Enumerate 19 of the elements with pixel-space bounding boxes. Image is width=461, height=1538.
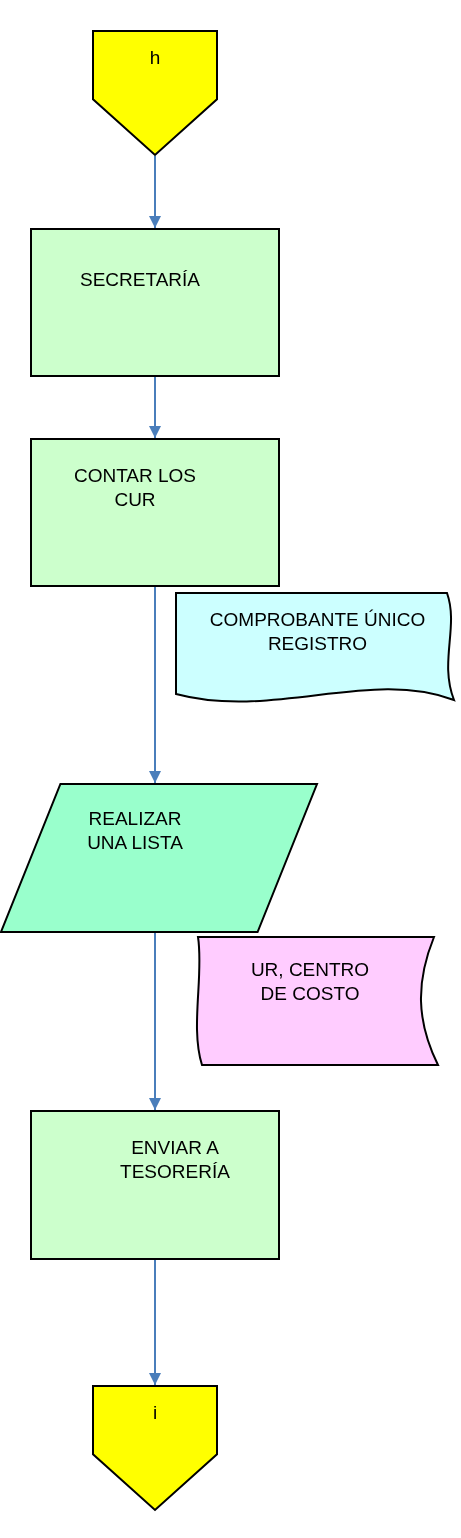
node-label: REALIZAR UNA LISTA [86,807,184,855]
arrow [149,376,161,439]
arrow [149,1259,161,1386]
node-label: ENVIAR A TESORERÍA [119,1136,231,1184]
node-label: h [148,46,162,70]
off-page-connector [92,1385,218,1511]
node-label: SECRETARÍA [79,268,201,292]
node-label: COMPROBANTE ÚNICO REGISTRO [208,608,427,656]
arrow [149,586,161,784]
process-box [30,1110,280,1260]
process-box [30,438,280,587]
off-page-connector [92,30,218,156]
node-label: CONTAR LOS CUR [72,464,198,512]
node-label: UR, CENTRO DE COSTO [249,958,371,1006]
node-label: i [151,1401,159,1425]
arrow [149,932,161,1111]
process-box [30,228,280,377]
arrow [149,155,161,229]
data-parallelogram [0,783,318,933]
